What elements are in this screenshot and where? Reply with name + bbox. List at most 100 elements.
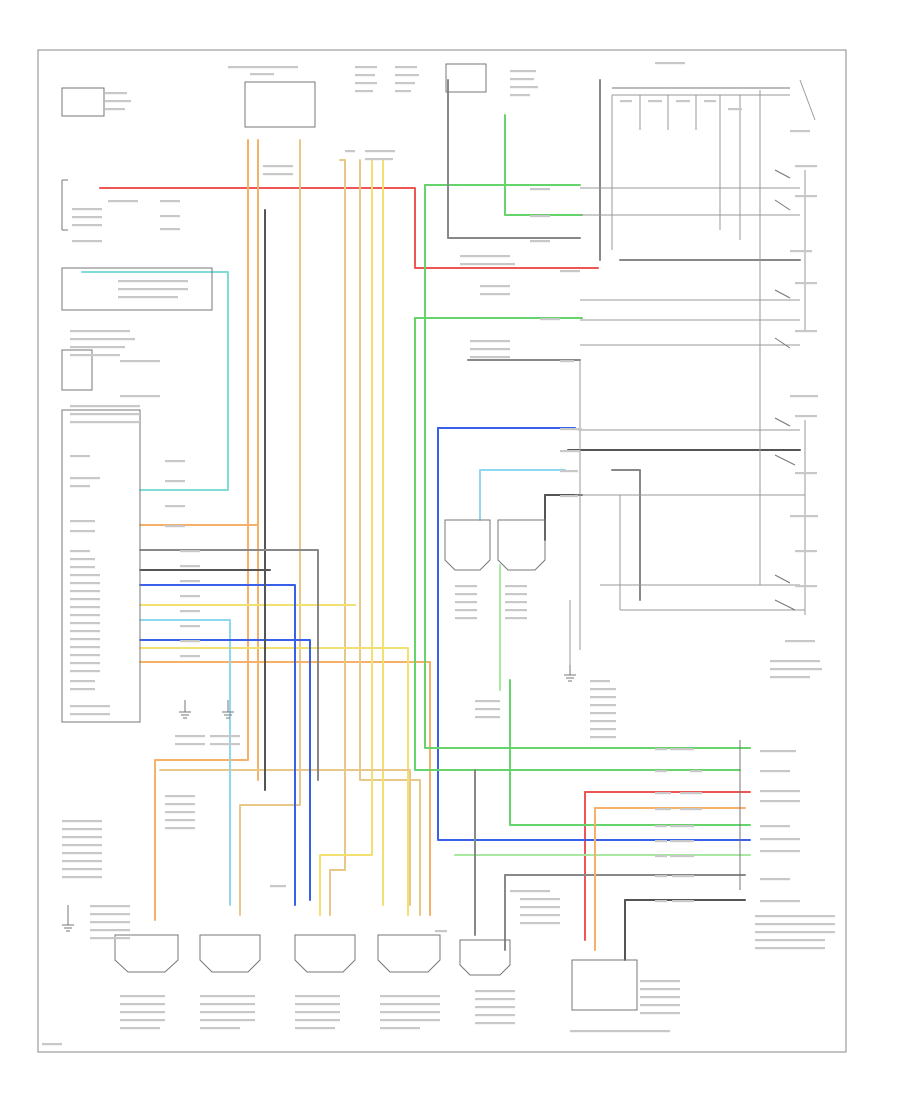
label-mark: [755, 923, 835, 926]
wire-blue-1: [139, 584, 296, 906]
label-mark: [795, 415, 817, 418]
label-mark: [560, 428, 582, 431]
label-mark: [263, 165, 293, 168]
component-blocks: [61, 63, 790, 1011]
label-mark: [200, 1019, 255, 1022]
label-mark: [475, 1014, 515, 1017]
label-mark: [62, 852, 102, 855]
label-mark: [70, 550, 90, 553]
label-mark: [648, 100, 662, 103]
label-mark: [70, 346, 125, 349]
label-mark: [70, 582, 100, 585]
label-mark: [455, 609, 477, 612]
label-mark: [655, 900, 667, 903]
label-mark: [70, 485, 90, 488]
label-mark: [70, 662, 100, 665]
label-mark: [475, 990, 515, 993]
label-mark: [655, 855, 667, 858]
label-mark: [62, 828, 102, 831]
label-mark: [640, 1004, 680, 1007]
label-mark: [180, 580, 200, 583]
label-mark: [180, 625, 200, 628]
bottom-actuator-2: [199, 934, 261, 973]
label-mark: [70, 598, 100, 601]
label-mark: [460, 255, 510, 258]
label-mark: [655, 825, 667, 828]
label-mark: [380, 1019, 440, 1022]
label-mark: [770, 660, 820, 663]
label-mark: [165, 811, 195, 814]
label-mark: [655, 62, 685, 65]
label-mark: [62, 844, 102, 847]
label-mark: [165, 525, 185, 528]
label-mark: [62, 876, 102, 879]
label-mark: [480, 293, 510, 296]
label-mark: [120, 395, 160, 398]
label-mark: [475, 708, 500, 711]
label-mark: [345, 150, 355, 153]
label-mark: [455, 585, 477, 588]
label-mark: [180, 550, 200, 553]
label-mark: [670, 840, 694, 843]
label-mark: [70, 330, 130, 333]
label-mark: [42, 1043, 62, 1046]
label-mark: [560, 495, 578, 498]
label-mark: [672, 875, 694, 878]
wire-orange-4: [139, 661, 431, 916]
label-mark: [200, 995, 255, 998]
sunload-sensor-box: [61, 349, 93, 391]
label-mark: [590, 680, 610, 683]
label-mark: [760, 825, 790, 828]
label-mark: [520, 922, 560, 925]
label-mark: [505, 585, 527, 588]
label-mark: [120, 1011, 165, 1014]
label-mark: [105, 100, 131, 103]
switch-contact-5: [774, 417, 791, 427]
label-mark: [120, 1019, 165, 1022]
label-mark: [760, 900, 800, 903]
label-mark: [510, 70, 536, 73]
label-mark: [505, 609, 527, 612]
switch-contact-1: [774, 169, 791, 179]
label-mark: [70, 614, 100, 617]
wire-layer: [81, 79, 801, 961]
label-mark: [70, 680, 95, 683]
label-mark: [510, 94, 530, 97]
transducer-box: [571, 959, 638, 1011]
label-mark: [70, 654, 100, 657]
label-mark: [395, 82, 415, 85]
label-mark: [295, 1011, 340, 1014]
label-mark: [175, 743, 205, 746]
wire-cyan-1: [81, 271, 229, 491]
label-mark: [70, 530, 95, 533]
label-mark: [510, 86, 538, 89]
label-mark: [365, 150, 395, 153]
label-mark: [590, 728, 616, 731]
label-mark: [640, 980, 680, 983]
label-mark: [70, 670, 100, 673]
label-mark: [475, 700, 500, 703]
label-mark: [70, 590, 100, 593]
label-mark: [505, 593, 527, 596]
label-mark: [680, 792, 702, 795]
label-mark: [760, 770, 790, 773]
label-mark: [295, 1027, 335, 1030]
label-mark: [455, 593, 477, 596]
label-mark: [455, 617, 477, 620]
label-mark: [70, 713, 110, 716]
switch-lines: [569, 79, 816, 670]
switch-contact-3: [774, 289, 791, 299]
label-mark: [690, 770, 702, 773]
label-mark: [620, 100, 632, 103]
label-mark: [355, 82, 377, 85]
label-mark: [90, 937, 130, 940]
label-mark: [475, 1022, 515, 1025]
label-mark: [160, 200, 180, 203]
label-mark: [560, 470, 578, 473]
wire-green-6: [509, 679, 751, 826]
label-mark: [295, 1019, 340, 1022]
label-mark: [180, 595, 200, 598]
blower-module-bracket: [61, 179, 68, 231]
